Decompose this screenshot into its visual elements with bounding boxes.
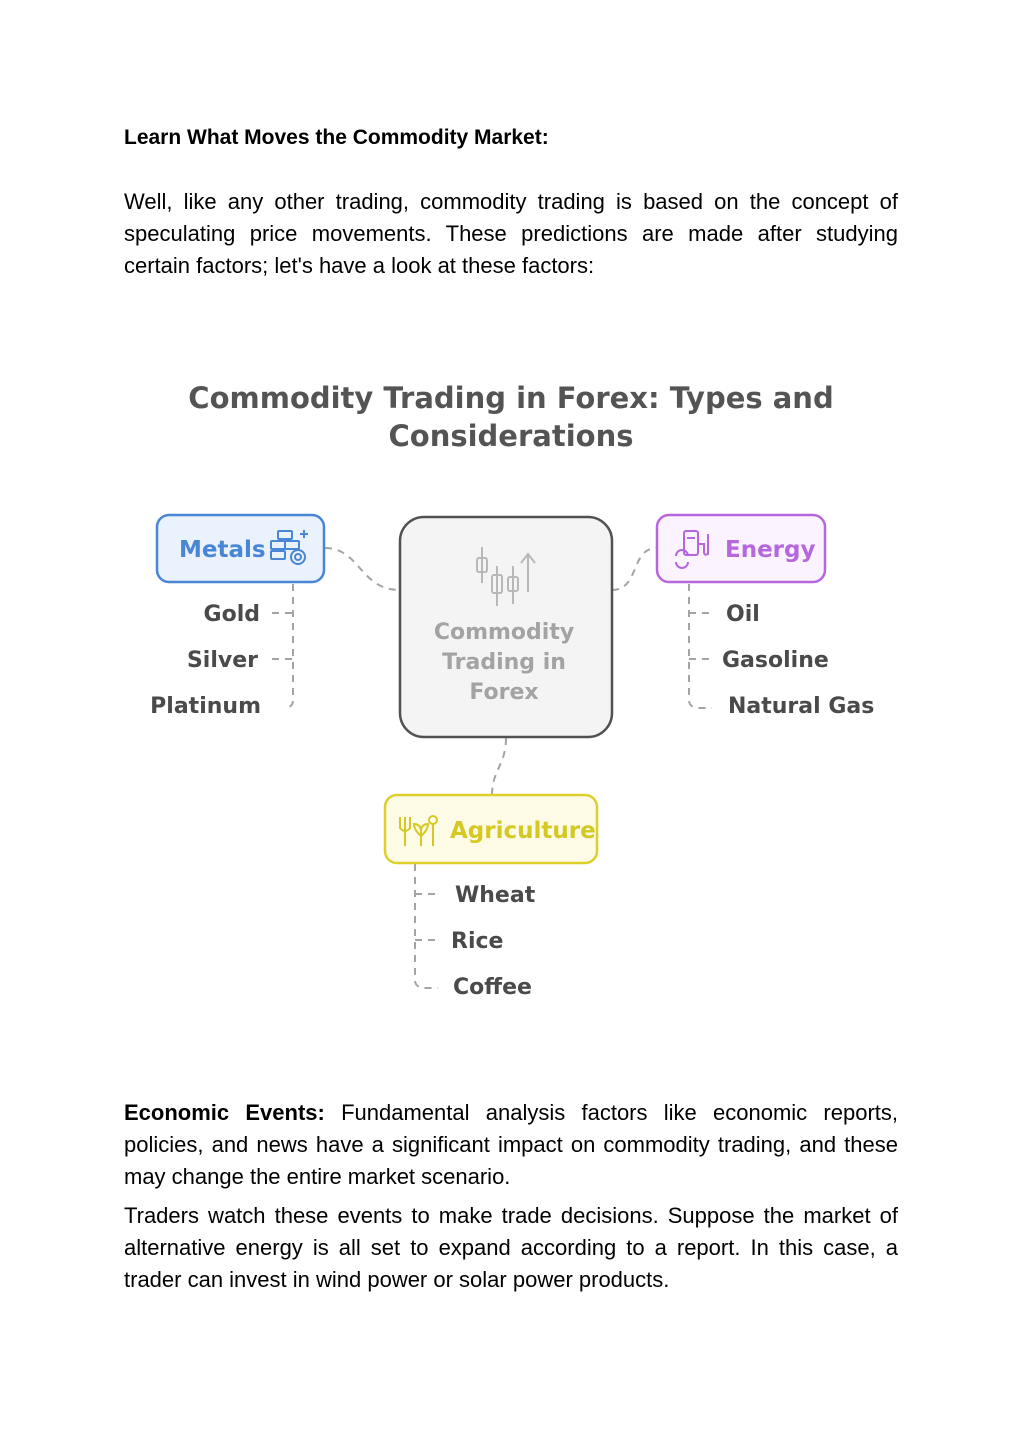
agriculture-label: Agriculture [450,818,596,844]
connector-metals [324,547,401,591]
energy-item-natural-gas: Natural Gas [728,694,874,719]
diagram-title-line2: Considerations [389,419,634,453]
metals-label: Metals [179,537,266,563]
agriculture-item-rice: Rice [451,929,503,954]
energy-branch-lines [688,584,712,709]
center-label-line2: Trading in [442,650,566,675]
metals-item-silver: Silver [187,648,258,673]
energy-box [655,513,827,584]
connector-agriculture [491,737,507,796]
gold-bars-icon [270,530,308,565]
traders-paragraph: Traders watch these events to make trade… [124,1203,898,1292]
metals-branch-lines [272,584,294,709]
energy-label: Energy [725,537,815,563]
metals-item-platinum: Platinum [150,694,261,719]
intro-paragraph: Well, like any other trading, commodity … [124,189,898,278]
candlestick-chart-icon [476,547,536,606]
energy-item-gasoline: Gasoline [722,648,829,673]
fuel-pump-icon [675,530,709,569]
economic-events-label: Economic Events: [124,1100,325,1125]
agriculture-branch-lines [414,864,438,989]
agriculture-item-coffee: Coffee [453,975,532,1000]
economic-events-paragraph: Economic Events: Fundamental analysis fa… [124,1097,898,1193]
economic-events-text: Fundamental analysis factors like econom… [124,1100,899,1189]
metals-item-gold: Gold [204,602,260,627]
section-heading: Learn What Moves the Commodity Market: [124,126,549,149]
commodity-diagram: Commodity Trading in Forex: Types and Co… [150,381,874,1000]
diagram-title-line1: Commodity Trading in Forex: Types and [188,381,833,415]
agriculture-box [383,793,599,865]
center-box [398,515,614,739]
agriculture-item-wheat: Wheat [455,883,536,908]
energy-item-oil: Oil [726,602,760,627]
crop-icon [399,815,438,846]
center-label-line3: Forex [469,680,538,705]
center-label-line1: Commodity [434,620,574,645]
connector-energy [611,547,658,591]
